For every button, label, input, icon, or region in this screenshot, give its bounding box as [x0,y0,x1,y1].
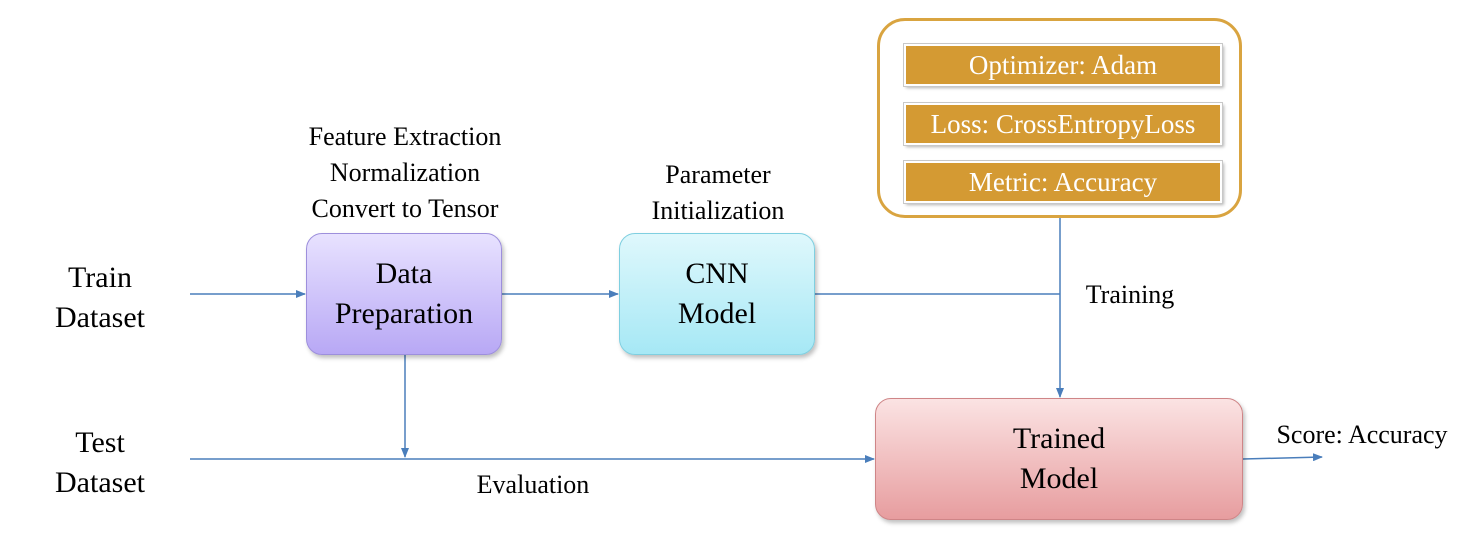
trained-model-label: Trained Model [1012,422,1106,495]
train-dataset-label: Train Dataset [55,261,145,334]
note-initialization: Initialization [651,196,785,225]
arrow-score-out [1242,453,1323,462]
training-config-panel: Optimizer: Adam Loss: CrossEntropyLoss M… [877,18,1242,218]
loss-item: Loss: CrossEntropyLoss [903,102,1223,146]
data-preparation-label: Data Preparation [334,257,474,330]
test-dataset-label: Test Dataset [55,426,145,499]
model-notes: Parameter Initialization [618,157,818,229]
data-preparation-box: Data Preparation [306,233,502,355]
evaluation-label: Evaluation [476,470,590,499]
metric-item: Metric: Accuracy [903,160,1223,204]
cnn-model-label: CNN Model [677,257,757,330]
note-normalization: Normalization [329,158,481,187]
note-parameter: Parameter [665,160,771,189]
cnn-model-box: CNN Model [619,233,815,355]
training-label: Training [1085,280,1175,309]
prep-notes: Feature Extraction Normalization Convert… [275,119,535,227]
score-label: Score: Accuracy [1276,420,1448,449]
note-convert-tensor: Convert to Tensor [311,194,499,223]
note-feature-extraction: Feature Extraction [308,122,502,151]
trained-model-box: Trained Model [875,398,1243,520]
optimizer-item: Optimizer: Adam [903,43,1223,87]
